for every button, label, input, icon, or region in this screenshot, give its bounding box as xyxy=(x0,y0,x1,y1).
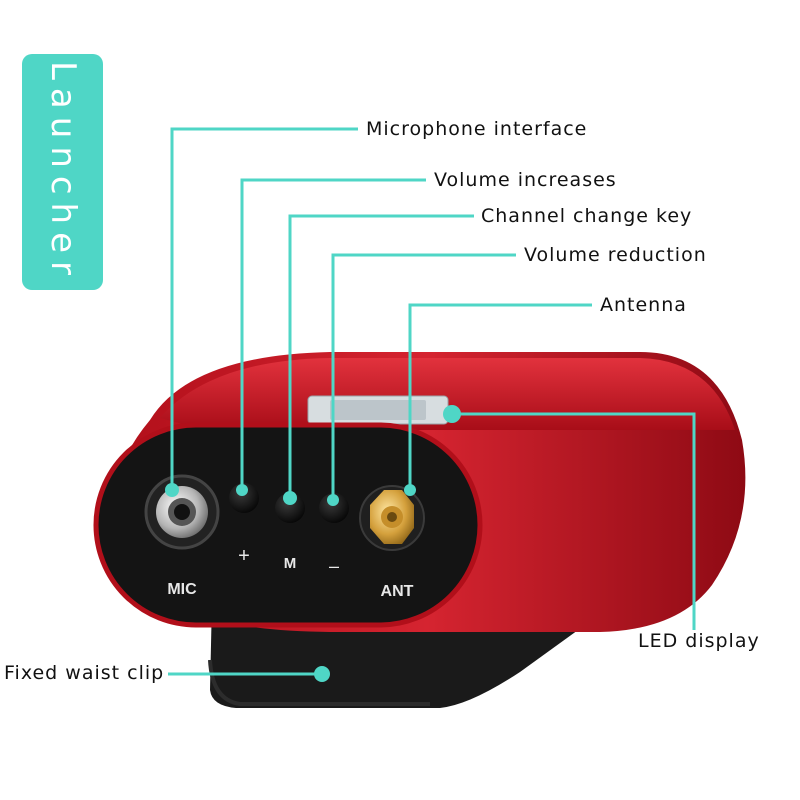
plus-label: + xyxy=(238,545,250,567)
callout-volume-increases: Volume increases xyxy=(434,169,617,191)
device-top-surface xyxy=(160,358,735,430)
front-panel xyxy=(93,422,483,628)
ant-label: ANT xyxy=(381,583,414,600)
channel-button[interactable] xyxy=(275,493,305,523)
volume-down-button[interactable] xyxy=(319,493,349,523)
m-label: M xyxy=(284,555,297,572)
callout-volume-reduction: Volume reduction xyxy=(524,244,707,266)
callout-fixed-waist-clip: Fixed waist clip xyxy=(4,662,165,684)
leader-dots xyxy=(165,405,461,682)
callout-microphone-interface: Microphone interface xyxy=(366,118,588,140)
minus-label: – xyxy=(329,556,339,576)
callout-led-display: LED display xyxy=(638,630,760,652)
mic-label: MIC xyxy=(167,581,197,598)
callout-antenna: Antenna xyxy=(600,294,687,316)
leader-lines xyxy=(168,127,696,676)
callout-channel-change-key: Channel change key xyxy=(481,205,693,227)
launcher-badge: Launcher xyxy=(22,54,103,290)
